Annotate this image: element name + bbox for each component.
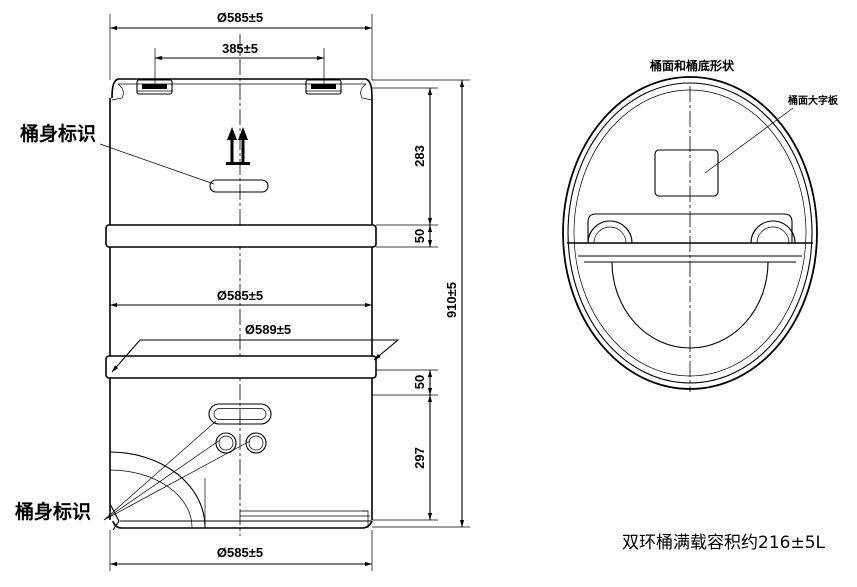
top-view-lid-edge [573,89,807,377]
bung-left [136,79,173,95]
lower-body-mark-hole-left-inner [218,435,234,451]
bottom-chime-left [109,503,120,531]
drum-lid-rim [111,78,373,99]
dim-text-mid-diameter: Ø585±5 [217,288,263,303]
top-view-title: 桶面和桶底形状 [650,58,735,73]
lower-body-mark-slot-inner [213,408,267,420]
leader-line-lower-hole-left [103,439,221,521]
dimension-line-ring-diameter [111,339,400,373]
bung-right-cap [311,84,336,89]
top-view-bowl [611,261,769,349]
dim-text-ring1-height: 50 [412,229,427,243]
bung-left-cap [142,84,167,89]
bung-right-top-view-inner [756,226,790,244]
label-body-mark-upper: 桶身标识 [20,122,96,145]
dim-text-upper-height: 283 [412,145,427,167]
bottom-section-arc-outer [109,451,206,528]
arrow-base-bar [226,162,250,165]
arrow-shaft-left [230,138,234,162]
bung-right [305,79,342,95]
bung-left-body [136,79,173,95]
leader-line-plate [704,107,794,174]
upper-body-mark-slot [209,179,269,193]
leader-line-upper [99,143,215,185]
dim-text-lower-height: 297 [412,447,427,469]
lower-body-mark-hole-right-inner [248,435,264,451]
arrow-shaft-right [241,138,245,162]
bottom-section-arc-inner [109,469,193,528]
arrow-head-right [238,127,248,140]
leader-line-lower-hole-right [103,440,251,521]
lower-body-mark-slot [208,403,272,425]
front-view: Ø585±5 385±5 [15,10,470,571]
drum-chime-right [360,83,373,101]
rolling-ring-lower [105,355,377,379]
this-way-up-icon [226,127,250,165]
drum-base [112,520,373,529]
drum-chime-left [111,83,124,101]
label-body-mark-lower: 桶身标识 [15,500,91,523]
dim-text-bottom-diameter: Ø585±5 [217,545,263,560]
label-lid-plate: 桶面大字板 [787,94,839,107]
arrow-head-left [227,127,237,140]
dim-text-ring-diameter: Ø589±5 [245,322,291,337]
dim-text-ring2-height: 50 [412,375,427,389]
top-view-rim-inner [567,82,813,384]
dim-text-top-diameter: Ø585±5 [217,10,263,25]
lid-handle [587,213,793,243]
bung-left-top-view-inner [593,226,627,244]
dim-text-total-height: 910±5 [444,282,459,318]
top-view: 桶面和桶底形状 桶面大字板 [562,58,839,392]
rolling-ring-upper [105,224,377,248]
top-view-outer-rim [562,76,818,390]
lid-label-plate [654,149,719,197]
bung-left-top-view [587,220,633,244]
bung-right-top-view [750,220,796,244]
leader-line-lower-slot [103,420,217,521]
bottom-chime-right [362,510,369,528]
capacity-note: 双环桶满载容积约216±5L [622,533,826,553]
bung-right-body [305,79,342,95]
dim-text-bung-spacing: 385±5 [222,41,258,56]
